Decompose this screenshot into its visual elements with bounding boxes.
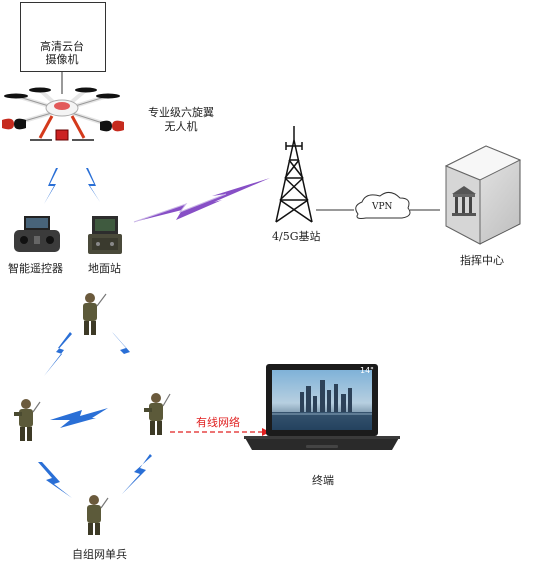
camera-callout	[20, 2, 106, 72]
screen-size-label: 14"	[360, 366, 374, 375]
drone-label-line2: 无人机	[164, 120, 198, 133]
camera-label-line1: 高清云台	[40, 40, 84, 53]
remote-controller-icon	[14, 216, 60, 252]
mesh-link-middle	[50, 408, 108, 428]
wired-label: 有线网络	[196, 416, 240, 429]
mesh-link-top-left	[44, 332, 72, 376]
wireless-link-to-base-station	[133, 178, 270, 223]
controller-label: 智能遥控器	[8, 262, 63, 275]
soldier-bottom-icon	[87, 495, 109, 535]
soldiers-label: 自组网单兵	[72, 548, 127, 561]
wireless-link-drone-controller	[44, 168, 58, 204]
drone-icon	[2, 87, 124, 141]
laptop-terminal-icon	[244, 364, 400, 450]
soldier-top-icon	[83, 293, 107, 335]
base-station-tower-icon	[275, 126, 313, 223]
mesh-link-top-right	[112, 332, 144, 374]
drone-label-line1: 专业级六旋翼	[148, 106, 214, 119]
base-station-label: 4/5G基站	[272, 230, 321, 243]
camera-label-line2: 摄像机	[45, 53, 79, 66]
ground-station-label: 地面站	[88, 262, 121, 275]
command-center-label: 指挥中心	[460, 254, 504, 267]
terminal-label: 终端	[312, 474, 334, 487]
soldier-left-icon	[14, 399, 41, 441]
mesh-link-bottom-right	[122, 454, 152, 494]
vpn-label: VPN	[372, 202, 393, 212]
vpn-cloud-icon	[355, 192, 411, 219]
wireless-link-drone-groundstation	[86, 168, 100, 202]
soldier-right-icon	[144, 393, 171, 435]
mesh-link-bottom-left	[38, 462, 72, 498]
ground-station-icon	[88, 216, 122, 254]
command-center-icon	[444, 145, 522, 245]
